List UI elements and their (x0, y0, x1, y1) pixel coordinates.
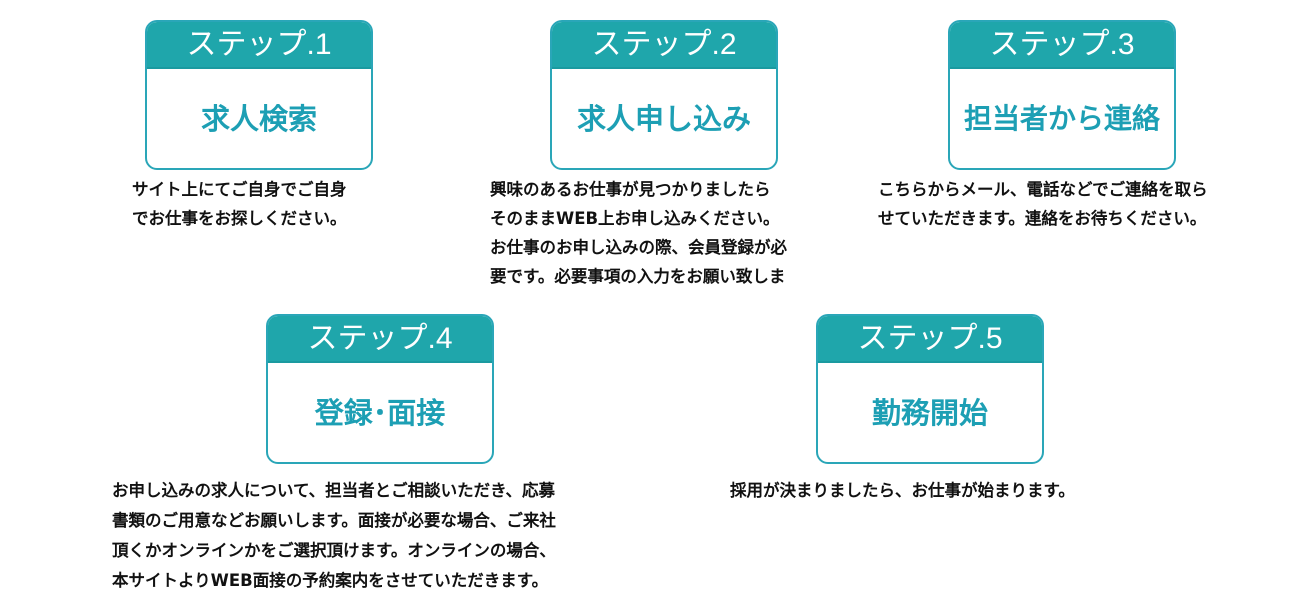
step-label: ステップ.1 (147, 22, 371, 69)
step-4-description: お申し込みの求人について、担当者とご相談いただき、応募 書類のご用意などお願いし… (112, 476, 556, 596)
step-label: ステップ.2 (552, 22, 776, 69)
step-title: 登録･面接 (314, 396, 446, 430)
step-1-card: ステップ.1 求人検索 (145, 20, 373, 170)
step-title: 担当者から連絡 (963, 102, 1160, 135)
desc-line: お仕事のお申し込みの際、会員登録が必 (490, 238, 787, 257)
desc-line: こちらからメール、電話などでご連絡を取ら (878, 180, 1208, 199)
desc-line: サイト上にてご自身でご自身 (132, 180, 347, 199)
step-2-card: ステップ.2 求人申し込み (550, 20, 778, 170)
step-label: ステップ.4 (268, 316, 492, 363)
desc-line: せていただきます。連絡をお待ちください。 (878, 209, 1207, 228)
desc-line: 頂くかオンラインかをご選択頂けます。オンラインの場合、 (112, 541, 556, 560)
step-title: 勤務開始 (871, 396, 988, 430)
desc-line: 書類のご用意などお願いします。面接が必要な場合、ご来社 (112, 511, 556, 530)
step-title: 求人検索 (200, 102, 317, 136)
step-4-card: ステップ.4 登録･面接 (266, 314, 494, 464)
desc-line: 要です。必要事項の入力をお願い致しま (490, 267, 786, 286)
desc-line: 本サイトよりWEB面接の予約案内をさせていただきます。 (112, 571, 549, 590)
desc-line: でお仕事をお探しください。 (132, 209, 347, 228)
step-1-description: サイト上にてご自身でご自身 でお仕事をお探しください。 (132, 175, 347, 233)
step-3-card: ステップ.3 担当者から連絡 (948, 20, 1176, 170)
step-3-description: こちらからメール、電話などでご連絡を取ら せていただきます。連絡をお待ちください… (878, 175, 1208, 233)
desc-line: お申し込みの求人について、担当者とご相談いただき、応募 (112, 481, 556, 500)
step-5-card: ステップ.5 勤務開始 (816, 314, 1044, 464)
desc-line: そのままWEB上お申し込みください。 (490, 209, 780, 228)
step-label: ステップ.3 (950, 22, 1174, 69)
step-2-description: 興味のあるお仕事が見つかりましたら そのままWEB上お申し込みください。 お仕事… (490, 175, 787, 291)
desc-line: 採用が決まりましたら、お仕事が始まります。 (730, 481, 1075, 500)
step-title: 求人申し込み (576, 102, 751, 136)
step-label: ステップ.5 (818, 316, 1042, 363)
desc-line: 興味のあるお仕事が見つかりましたら (490, 180, 771, 199)
step-5-description: 採用が決まりましたら、お仕事が始まります。 (730, 476, 1075, 506)
